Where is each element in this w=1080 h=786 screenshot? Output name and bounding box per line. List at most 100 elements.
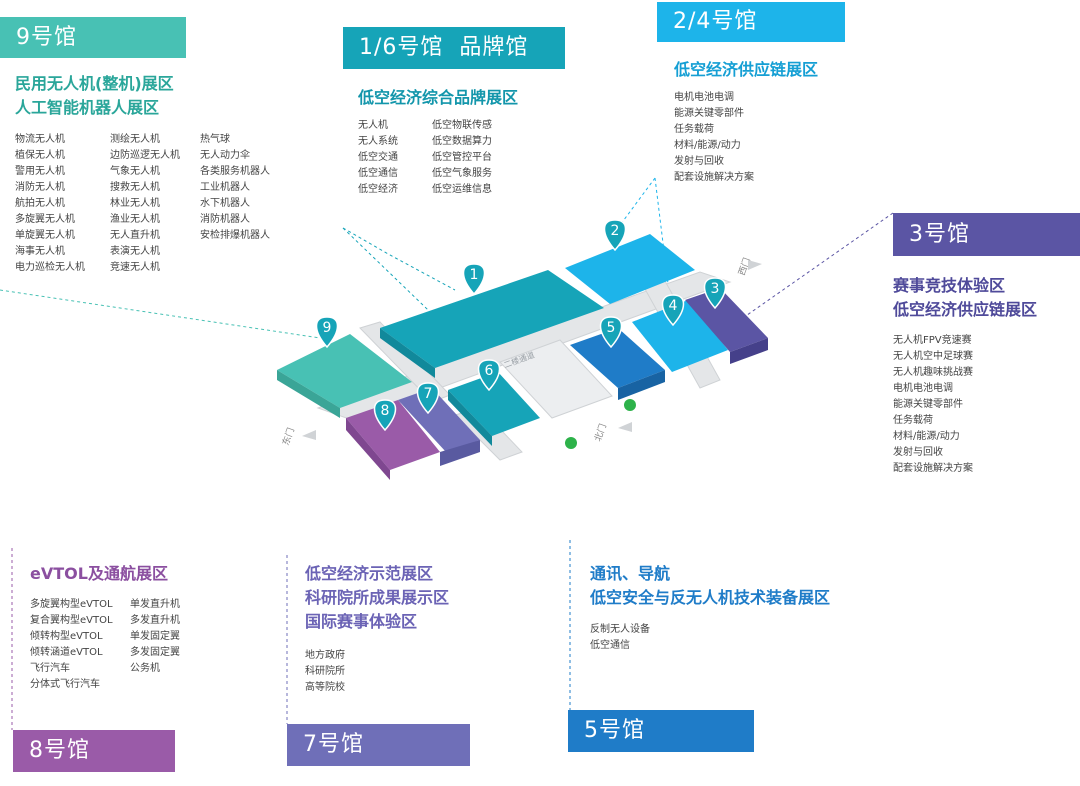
list-item: 各类服务机器人 xyxy=(200,166,270,177)
list-item: 低空管控平台 xyxy=(432,152,492,163)
block-corridor xyxy=(499,339,613,419)
hall2-4-title: 低空经济供应链展区 xyxy=(674,60,819,79)
list-item: 无人机 xyxy=(358,120,388,131)
list-item: 无人机趣味挑战赛 xyxy=(893,367,973,378)
list-item: 无人直升机 xyxy=(110,230,160,241)
list-item: 消防无人机 xyxy=(15,182,65,193)
list-item: 电力巡检无人机 xyxy=(15,262,85,273)
list-item: 无人动力伞 xyxy=(200,150,250,161)
list-item: 边防巡逻无人机 xyxy=(110,150,180,161)
block-hall1 xyxy=(380,270,604,368)
block-hall3 xyxy=(685,288,768,352)
hall1-6-col1: 无人机 无人系统 低空交通 低空通信 低空经济 xyxy=(358,118,398,198)
arrow-west-icon xyxy=(748,260,762,270)
list-item: 渔业无人机 xyxy=(110,214,160,225)
pin-1-icon: 1 xyxy=(462,263,486,296)
list-item: 低空气象服务 xyxy=(432,168,492,179)
hall8-col1: 多旋翼构型eVTOL 复合翼构型eVTOL 倾转构型eVTOL 倾转涵道eVTO… xyxy=(30,597,113,693)
list-item: 警用无人机 xyxy=(15,166,65,177)
block-hall3-side xyxy=(730,338,768,364)
pin-5-label: 5 xyxy=(607,320,616,336)
list-item: 低空交通 xyxy=(358,152,398,163)
hall8-title: eVTOL及通航展区 xyxy=(30,564,168,583)
hall9-titles: 民用无人机(整机)展区 人工智能机器人展区 xyxy=(15,72,174,120)
hall3-title-1: 赛事竞技体验区 xyxy=(893,276,1006,295)
hall1-6-title: 低空经济综合品牌展区 xyxy=(358,88,519,107)
hall-blocks xyxy=(277,234,768,480)
pin-2-label: 2 xyxy=(611,223,620,239)
pins: 1 2 3 4 5 6 7 8 xyxy=(315,219,727,432)
list-item: 地方政府 xyxy=(305,650,345,661)
list-item: 海事无人机 xyxy=(15,246,65,257)
hall5-titles: 通讯、导航 低空安全与反无人机技术装备展区 xyxy=(590,562,830,610)
list-item: 材料/能源/动力 xyxy=(674,140,741,151)
block-hall9-side xyxy=(277,370,340,418)
list-item: 电机电池电调 xyxy=(893,383,953,394)
list-item: 低空数据算力 xyxy=(432,136,492,147)
list-item: 消防机器人 xyxy=(200,214,250,225)
list-item: 材料/能源/动力 xyxy=(893,431,960,442)
hall1-6-col2: 低空物联传感 低空数据算力 低空管控平台 低空气象服务 低空运维信息 xyxy=(432,118,492,198)
list-item: 发射与回收 xyxy=(674,156,724,167)
hall9-col2: 测绘无人机 边防巡逻无人机 气象无人机 搜救无人机 林业无人机 渔业无人机 无人… xyxy=(110,132,180,276)
list-item: 单发直升机 xyxy=(130,599,180,610)
list-item: 热气球 xyxy=(200,134,230,145)
leader-hall9 xyxy=(0,289,321,339)
hall8-tag: 8号馆 xyxy=(13,730,175,772)
list-item: 竞速无人机 xyxy=(110,262,160,273)
pin-6-icon: 6 xyxy=(477,359,501,392)
list-item: 能源关键零部件 xyxy=(674,108,744,119)
arrow-north-icon xyxy=(618,422,632,432)
list-item: 分体式飞行汽车 xyxy=(30,679,100,690)
list-item: 林业无人机 xyxy=(110,198,160,209)
list-item: 水下机器人 xyxy=(200,198,250,209)
list-item: 发射与回收 xyxy=(893,447,943,458)
list-item: 科研院所 xyxy=(305,666,345,677)
leader-hall3 xyxy=(739,212,894,321)
gate-north: 北门 xyxy=(592,422,609,443)
list-item: 低空经济 xyxy=(358,184,398,195)
list-item: 工业机器人 xyxy=(200,182,250,193)
list-item: 能源关键零部件 xyxy=(893,399,963,410)
hall1-6-tag: 1/6号馆 品牌馆 xyxy=(343,27,565,69)
entrance-icon xyxy=(565,437,577,449)
pin-3-label: 3 xyxy=(711,281,720,297)
list-item: 反制无人设备 xyxy=(590,624,650,635)
pin-2-icon: 2 xyxy=(603,219,627,252)
list-item: 飞行汽车 xyxy=(30,663,70,674)
pin-7-icon: 7 xyxy=(416,382,440,415)
list-item: 无人机空中足球赛 xyxy=(893,351,973,362)
list-item: 配套设施解决方案 xyxy=(893,463,973,474)
list-item: 搜救无人机 xyxy=(110,182,160,193)
pin-3-icon: 3 xyxy=(703,277,727,310)
list-item: 无人机FPV竞速赛 xyxy=(893,335,972,346)
list-item: 低空运维信息 xyxy=(432,184,492,195)
list-item: 低空物联传感 xyxy=(432,120,492,131)
list-item: 单旋翼无人机 xyxy=(15,230,75,241)
leader-hall1-6a xyxy=(342,227,456,291)
block-hall5-side xyxy=(618,370,665,400)
list-item: 表演无人机 xyxy=(110,246,160,257)
block-hall5 xyxy=(570,328,665,388)
pin-4-icon: 4 xyxy=(661,294,685,327)
hall2-4-tag: 2/4号馆 xyxy=(657,2,845,42)
pin-1-label: 1 xyxy=(470,267,479,283)
list-item: 单发固定翼 xyxy=(130,631,180,642)
gate-east: 东门 xyxy=(280,426,297,447)
list-item: 高等院校 xyxy=(305,682,345,693)
list-item: 配套设施解决方案 xyxy=(674,172,754,183)
block-hall8 xyxy=(346,400,440,470)
block-hall7-side xyxy=(440,440,480,466)
block-hall2 xyxy=(565,234,695,304)
list-item: 任务载荷 xyxy=(674,124,714,135)
arrow-east-icon xyxy=(302,430,316,440)
list-item: 多发固定翼 xyxy=(130,647,180,658)
list-item: 任务载荷 xyxy=(893,415,933,426)
hall7-titles: 低空经济示范展区 科研院所成果展示区 国际赛事体验区 xyxy=(305,562,449,634)
list-item: 低空通信 xyxy=(590,640,630,651)
list-item: 多旋翼无人机 xyxy=(15,214,75,225)
list-item: 复合翼构型eVTOL xyxy=(30,615,113,626)
hall9-col1: 物流无人机 植保无人机 警用无人机 消防无人机 航拍无人机 多旋翼无人机 单旋翼… xyxy=(15,132,85,276)
block-hall7 xyxy=(398,388,480,452)
